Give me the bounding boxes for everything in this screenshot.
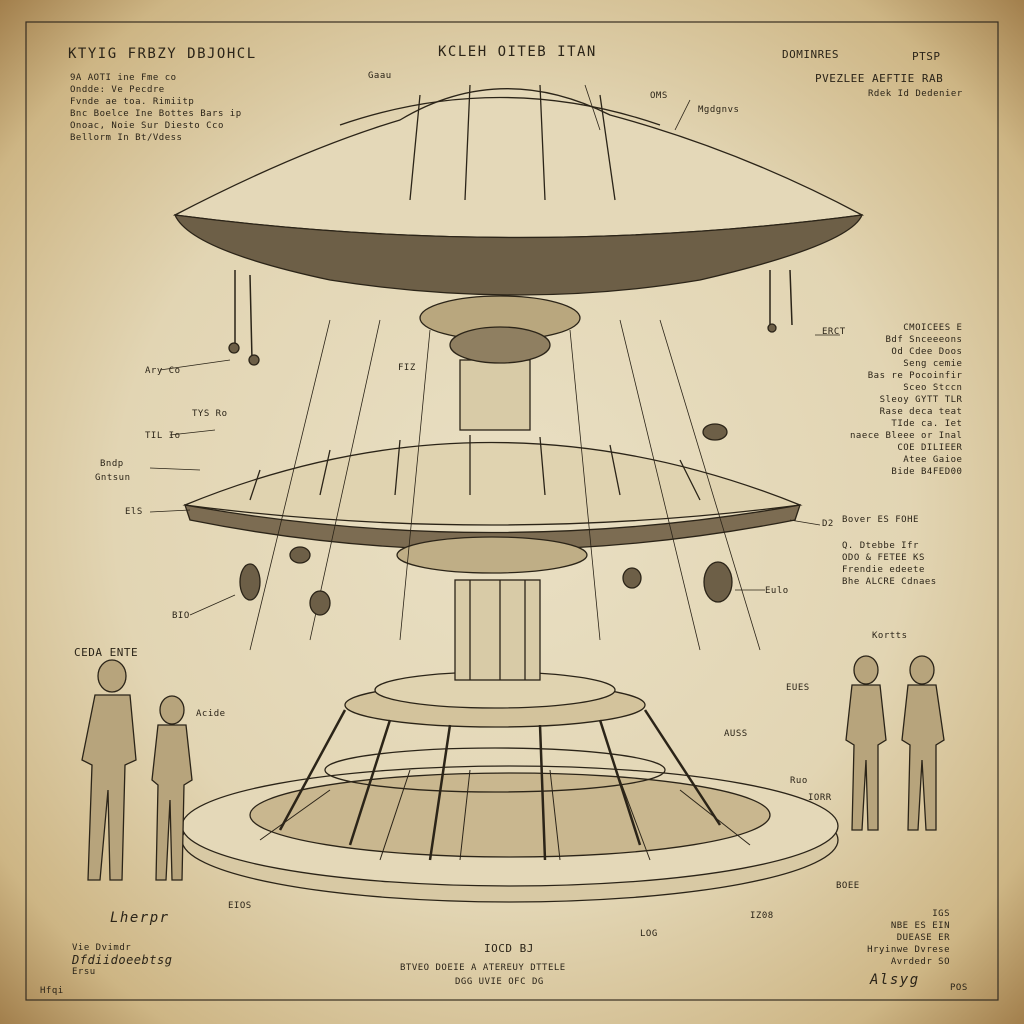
callout: Eulo <box>765 585 789 597</box>
callout: EIOS <box>228 900 252 912</box>
note-line: Bide B4FED00 <box>850 466 962 478</box>
header-center-title: KCLEH OITEB ITAN <box>438 44 597 60</box>
note-line: Sleoy GYTT TLR <box>850 394 962 406</box>
bottom-right-notes: IGS NBE ES EIN DUEASE ER Hryinwe Dvrese … <box>790 908 950 968</box>
note-line: Rase deca teat <box>850 406 962 418</box>
callout: ElS <box>125 506 143 518</box>
callout: Ruo <box>790 775 808 787</box>
alien-right-1 <box>846 656 886 830</box>
callout: Hfqi <box>40 985 64 997</box>
callout: EUES <box>786 682 810 694</box>
alien-right-2 <box>902 656 944 830</box>
callout: Ary Co <box>145 365 181 377</box>
note-line: COE DILIEER <box>850 442 962 454</box>
callout: ERCT <box>822 326 846 338</box>
callout: Mgdgnvs <box>698 104 739 116</box>
callout: Bndp <box>100 458 124 470</box>
note-line: 9A AOTI ine Fme co <box>70 72 242 84</box>
alien-left-2 <box>152 696 192 880</box>
note-line: Hryinwe Dvrese <box>790 944 950 956</box>
header-right-title: DOMINRES <box>782 48 839 61</box>
base-platform <box>182 766 838 902</box>
header-right-subtitle-2: Rdek Id Dedenier <box>868 88 963 100</box>
callout: Gaau <box>368 70 392 82</box>
note-line: Bhe ALCRE Cdnaes <box>842 576 937 588</box>
alien-left-1 <box>82 660 136 880</box>
note-line: Avrdedr SO <box>790 956 950 968</box>
callout: D2 <box>822 518 834 530</box>
right-notes: CMOICEES E Bdf Snceeeons Od Cdee Doos Se… <box>850 322 962 478</box>
note-line: Bdf Snceeeons <box>850 334 962 346</box>
note-line: Sceo Stccn <box>850 382 962 394</box>
top-saucer <box>175 85 862 365</box>
bottom-measure-2: IORR <box>808 792 832 804</box>
callout: Gntsun <box>95 472 131 484</box>
note-line: naece Bleee or Inal <box>850 430 962 442</box>
note-line: Fvnde ae toa. Rimiitp <box>70 96 242 108</box>
note-line: Bellorm In Bt/Vdess <box>70 132 242 144</box>
note-line: ODO & FETEE KS <box>842 552 937 564</box>
note-line: Seng cemie <box>850 358 962 370</box>
callout: BIO <box>172 610 190 622</box>
callout: Acide <box>196 708 226 720</box>
callout: OMS <box>650 90 668 102</box>
callout: TIL Io <box>145 430 181 442</box>
callout: FIZ <box>398 362 416 374</box>
callout: BOEE <box>836 880 860 892</box>
note-line: Bnc Boelce Ine Bottes Bars ip <box>70 108 242 120</box>
note-line: Q. Dtebbe Ifr <box>842 540 937 552</box>
note-line: Bas re Pocoinfir <box>850 370 962 382</box>
callout: LOG <box>640 928 658 940</box>
bottom-center-line: BTVEO DOEIE A ATEREUY DTTELE <box>400 962 566 974</box>
note-line: Ersu <box>72 966 172 978</box>
right-notes-2: Bover ES FOHE Q. Dtebbe Ifr ODO & FETEE … <box>842 514 937 588</box>
callout: TYS Ro <box>192 408 228 420</box>
note-line: Ondde: Ve Pecdre <box>70 84 242 96</box>
note-line: CMOICEES E <box>850 322 962 334</box>
bottom-right-signature: Alsyg <box>870 972 920 988</box>
bottom-left-signature: Lherpr <box>110 910 170 926</box>
bottom-center-line-2: DGG UVIE OFC DG <box>455 976 544 988</box>
callout: AUSS <box>724 728 748 740</box>
bottom-corner: POS <box>950 982 968 994</box>
bottom-left-notes: Vie Dvimdr Dfdiidoeebtsg Ersu <box>72 942 172 978</box>
note-line: IGS <box>790 908 950 920</box>
header-corner-code: PTSP <box>912 50 941 63</box>
bottom-measure: IZ08 <box>750 910 774 922</box>
callout: Kortts <box>872 630 908 642</box>
note-line: NBE ES EIN <box>790 920 950 932</box>
callout: CEDA ENTE <box>74 646 138 659</box>
header-left-title: KTYIG FRBZY DBJOHCL <box>68 46 257 62</box>
note-line: Frendie edeete <box>842 564 937 576</box>
note-line: Dfdiidoeebtsg <box>72 954 172 966</box>
bottom-center-code: IOCD BJ <box>484 942 534 955</box>
note-line: Bover ES FOHE <box>842 514 937 526</box>
note-line: Od Cdee Doos <box>850 346 962 358</box>
note-line: TIde ca. Iet <box>850 418 962 430</box>
note-line: Onoac, Noie Sur Diesto Cco <box>70 120 242 132</box>
left-notes: 9A AOTI ine Fme co Ondde: Ve Pecdre Fvnd… <box>70 72 242 144</box>
note-line: DUEASE ER <box>790 932 950 944</box>
header-right-subtitle: PVEZLEE AEFTIE RAB <box>815 72 943 85</box>
note-line: Atee Gaioe <box>850 454 962 466</box>
